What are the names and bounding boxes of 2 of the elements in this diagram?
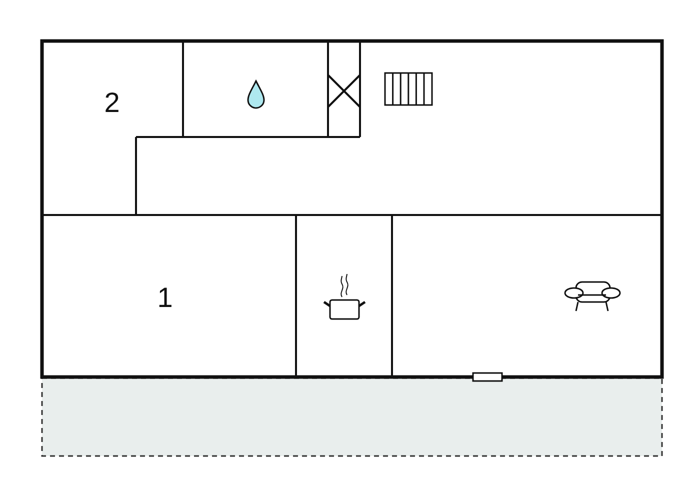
- room-number: 1: [157, 284, 173, 312]
- room-number: 2: [104, 89, 120, 117]
